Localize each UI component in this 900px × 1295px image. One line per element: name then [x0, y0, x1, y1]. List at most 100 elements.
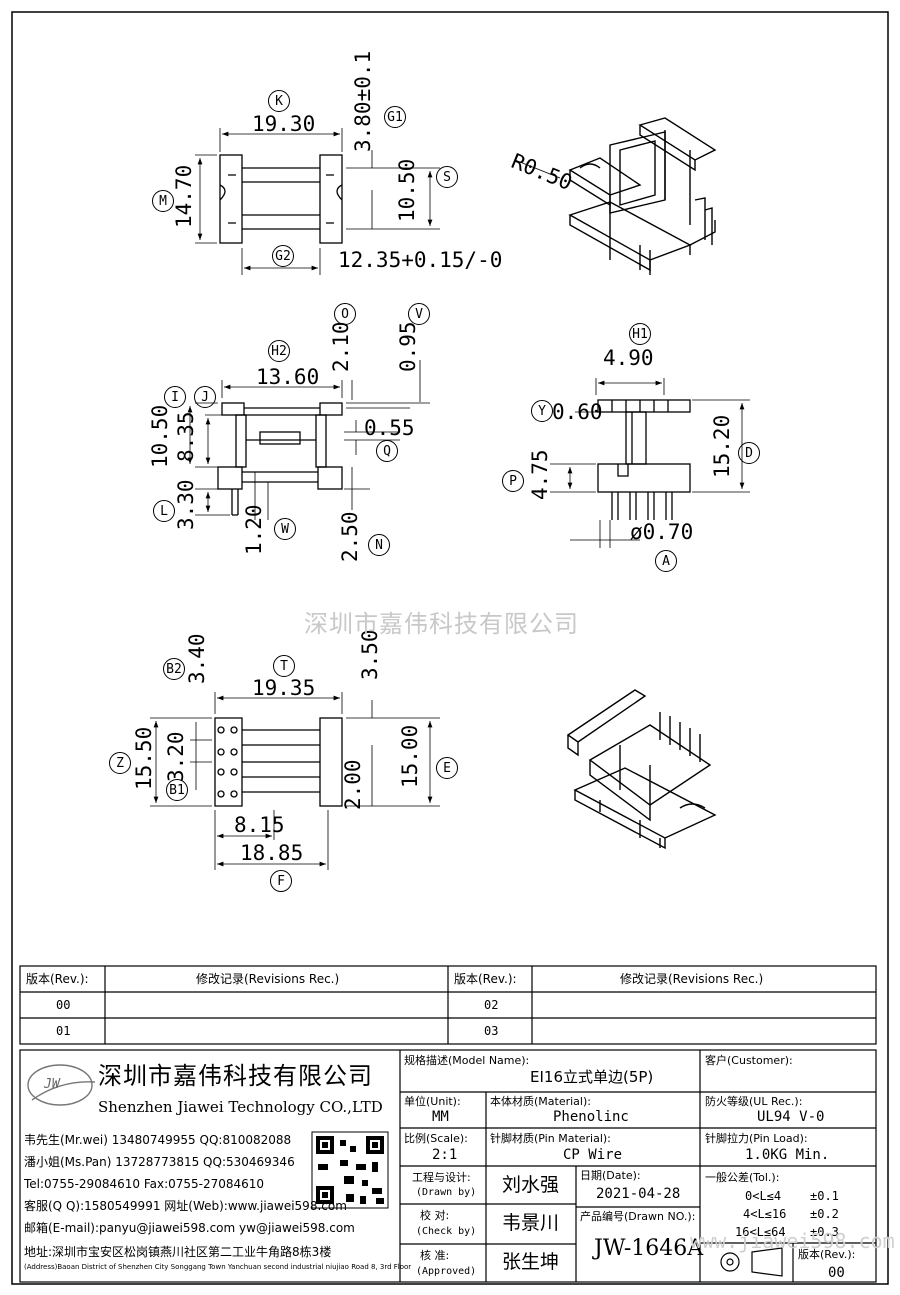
bubble-h1: H1 — [629, 323, 651, 345]
dim-front-o: 2.10 — [329, 321, 353, 372]
bubble-g1: G1 — [384, 106, 406, 128]
dim-top-width: 19.30 — [252, 112, 316, 136]
dim-side-d: 15.20 — [710, 414, 734, 478]
model-value: EI16立式单边(5P) — [530, 1068, 654, 1086]
ul-label: 防火等级(UL Rec.): — [705, 1095, 803, 1108]
dim-bottom-f: 18.85 — [240, 841, 304, 865]
bubble-z: Z — [109, 752, 131, 774]
dim-side-a: ø0.70 — [630, 520, 694, 544]
approved-value: 张生坤 — [502, 1251, 560, 1273]
dim-front-j: 8.35 — [174, 411, 198, 462]
rev-row-1-left: 00 — [56, 998, 71, 1012]
bubble-n: N — [368, 534, 390, 556]
side-view — [550, 378, 750, 548]
material-value: Phenolinc — [553, 1109, 629, 1125]
iso-view-bottom — [566, 689, 717, 850]
dim-side-y: 0.60 — [552, 400, 603, 424]
tol-range-2: 4<L≤16 — [743, 1207, 787, 1221]
bubble-t: T — [273, 655, 295, 677]
pin-value: CP Wire — [563, 1147, 623, 1163]
bubble-y: Y — [531, 400, 553, 422]
check-value: 韦景川 — [502, 1212, 560, 1234]
bottom-view — [150, 692, 440, 870]
customer-label: 客户(Customer): — [705, 1054, 793, 1067]
model-label: 规格描述(Model Name): — [404, 1054, 530, 1067]
pin-label: 针脚材质(Pin Material): — [490, 1132, 611, 1145]
approved-label: 核 准: — [420, 1249, 450, 1262]
tol-value-2: ±0.2 — [810, 1207, 839, 1221]
drawn-label: 工程与设计: — [412, 1171, 471, 1184]
rev-label: 版本(Rev.): — [798, 1248, 856, 1261]
contact-1: 韦先生(Mr.wei) 13480749955 QQ:810082088 — [24, 1133, 292, 1147]
load-value: 1.0KG Min. — [745, 1147, 830, 1163]
dim-front-w: 1.20 — [242, 504, 266, 555]
approved-label-en: (Approved) — [416, 1266, 477, 1277]
rev-row-2-right: 03 — [484, 1024, 499, 1038]
unit-label: 单位(Unit): — [404, 1095, 461, 1108]
address-cn: 地址:深圳市宝安区松岗镇燕川社区第二工业牛角路8栋3楼 — [24, 1245, 332, 1259]
dim-side-p: 4.75 — [528, 449, 552, 500]
dim-bottom-e: 15.00 — [398, 724, 422, 788]
dim-bottom-b2: 3.40 — [185, 633, 209, 684]
dim-bottom-815: 8.15 — [234, 813, 285, 837]
bubble-m: M — [152, 190, 174, 212]
bubble-v: V — [408, 303, 430, 325]
unit-value: MM — [432, 1109, 449, 1125]
bubble-w: W — [274, 518, 296, 540]
rev-value: 00 — [828, 1265, 845, 1281]
drawn-label-en: (Drawn by) — [416, 1187, 477, 1198]
rev-header-right: 版本(Rev.): — [454, 972, 517, 986]
rec-header-right: 修改记录(Revisions Rec.) — [620, 972, 764, 986]
bubble-l: L — [153, 500, 175, 522]
dwg-label: 产品编号(Drawn NO.): — [580, 1210, 696, 1223]
dim-bottom-t: 19.35 — [252, 676, 316, 700]
tol-value-3: ±0.3 — [810, 1225, 839, 1239]
address-en: (Address)Baoan District of Shenzhen City… — [24, 1263, 412, 1271]
rec-header-left: 修改记录(Revisions Rec.) — [196, 972, 340, 986]
sheet-border — [11, 11, 889, 1285]
bubble-k: K — [268, 90, 290, 112]
contact-4: 客服(Q Q):1580549991 网址(Web):www.jiawei598… — [24, 1199, 347, 1213]
bubble-p: P — [502, 470, 524, 492]
bubble-b2: B2 — [163, 658, 185, 680]
contact-5: 邮箱(E-mail):panyu@jiawei598.com yw@jiawei… — [24, 1221, 355, 1235]
company-name-cn: 深圳市嘉伟科技有限公司 — [98, 1062, 373, 1090]
dim-bottom-b1: 3.20 — [164, 731, 188, 782]
dwg-value: JW-1646A — [594, 1236, 704, 1261]
dim-side-h1: 4.90 — [603, 346, 654, 370]
ul-value: UL94 V-0 — [757, 1109, 825, 1125]
title-block-grid — [19, 1049, 877, 1283]
rev-row-2-left: 01 — [56, 1024, 71, 1038]
bubble-q: Q — [376, 440, 398, 462]
watermark-url: www.jiawei598.com — [690, 1229, 895, 1253]
dim-top-gap: 3.80±0.1 — [351, 50, 375, 152]
dim-top-bottom: 12.35+0.15/-0 — [338, 248, 503, 272]
watermark: 深圳市嘉伟科技有限公司 — [304, 610, 579, 638]
dim-bottom-2: 2.00 — [341, 759, 365, 810]
dim-front-q: 0.55 — [364, 416, 415, 440]
logo-text: JW — [44, 1077, 60, 1092]
top-view — [195, 128, 440, 275]
dim-front-i: 10.50 — [148, 404, 172, 468]
scale-label: 比例(Scale): — [404, 1132, 468, 1145]
material-label: 本体材质(Material): — [490, 1095, 591, 1108]
rev-header-left: 版本(Rev.): — [26, 972, 89, 986]
load-label: 针脚拉力(Pin Load): — [705, 1132, 808, 1145]
bubble-g2: G2 — [272, 245, 294, 267]
dim-top-height: 14.70 — [172, 164, 196, 228]
tol-value-1: ±0.1 — [810, 1189, 839, 1203]
check-label-en: (Check by) — [416, 1226, 477, 1237]
bubble-f: F — [270, 870, 292, 892]
bubble-o: O — [334, 303, 356, 325]
date-value: 2021-04-28 — [596, 1186, 681, 1202]
scale-value: 2:1 — [432, 1147, 458, 1163]
qr-code — [311, 1131, 389, 1209]
dim-front-width: 13.60 — [256, 365, 320, 389]
company-logo — [27, 1064, 96, 1106]
bubble-h2: H2 — [268, 340, 290, 362]
contact-3: Tel:0755-29084610 Fax:0755-27084610 — [24, 1177, 265, 1191]
bubble-i: I — [164, 386, 186, 408]
dim-top-inner: 10.50 — [395, 158, 419, 222]
